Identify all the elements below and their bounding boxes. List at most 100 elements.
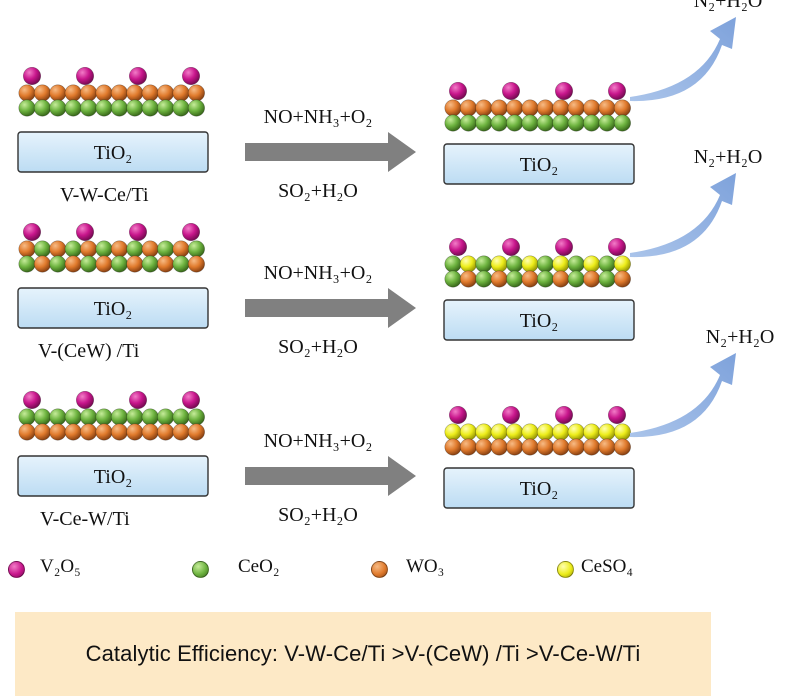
before-v2o5-particle: [76, 67, 95, 86]
before-layer-1-wo3-particle: [172, 240, 190, 258]
before-layer-2-ceo2-particle: [80, 255, 98, 273]
before-layer-1-ceo2-particle: [141, 408, 159, 426]
before-layer-2-ceo2-particle: [172, 99, 190, 117]
after-layer-1-wo3-particle: [536, 99, 554, 117]
after-layer-2-ceo2-particle: [613, 114, 631, 132]
before-layer-1-wo3-particle: [110, 84, 128, 102]
product-label: N₂+H₂O: [706, 326, 775, 348]
before-layer-2-ceo2-particle: [141, 99, 159, 117]
before-layer-1-wo3-particle: [172, 84, 190, 102]
after-layer-2-ceo2-particle: [506, 270, 524, 288]
poison-gas-label: SO₂+H₂O: [278, 336, 358, 358]
after-layer-1-ceso4-particle: [521, 255, 539, 273]
before-layer-2-wo3-particle: [33, 255, 51, 273]
product-arrow: [630, 17, 736, 102]
after-layer-1-ceso4-particle: [506, 423, 524, 441]
before-layer-1-ceo2-particle: [157, 408, 175, 426]
before-layer-1-wo3-particle: [49, 84, 67, 102]
before-layer-1-ceo2-particle: [64, 408, 82, 426]
after-layer-1-wo3-particle: [475, 99, 493, 117]
before-layer-1-ceo2-particle: [172, 408, 190, 426]
after-tio2-substrate: [443, 143, 635, 185]
before-layer-1-wo3-particle: [80, 240, 98, 258]
before-layer-2-wo3-particle: [110, 423, 128, 441]
after-layer-2-wo3-particle: [521, 270, 539, 288]
before-layer-1-wo3-particle: [64, 84, 82, 102]
efficiency-box: Catalytic Efficiency: V-W-Ce/Ti >V-(CeW)…: [15, 612, 711, 696]
after-layer-1-ceso4-particle: [583, 255, 601, 273]
before-v2o5-particle: [22, 67, 41, 86]
before-layer-2-wo3-particle: [64, 423, 82, 441]
after-v2o5-particle: [607, 82, 626, 101]
before-layer-1-wo3-particle: [80, 84, 98, 102]
before-layer-2-ceo2-particle: [18, 255, 36, 273]
after-layer-2-wo3-particle: [567, 438, 585, 456]
before-layer-2-wo3-particle: [126, 255, 144, 273]
before-substrate-label: TiO₂: [94, 298, 133, 320]
after-layer-2-wo3-particle: [490, 270, 508, 288]
reaction-arrow: [245, 456, 416, 496]
before-layer-1-wo3-particle: [141, 84, 159, 102]
after-layer-2-wo3-particle: [506, 438, 524, 456]
after-layer-2-wo3-particle: [598, 438, 616, 456]
after-layer-1-ceso4-particle: [598, 423, 616, 441]
before-v2o5-particle: [76, 390, 95, 409]
product-label: N₂+H₂O: [694, 0, 763, 12]
after-layer-1-wo3-particle: [567, 99, 585, 117]
after-layer-2-wo3-particle: [552, 438, 570, 456]
after-layer-2-ceo2-particle: [475, 270, 493, 288]
before-tio2-substrate: [17, 287, 209, 329]
after-layer-1-ceso4-particle: [567, 423, 585, 441]
after-layer-1-ceso4-particle: [552, 255, 570, 273]
after-layer-1-ceo2-particle: [475, 255, 493, 273]
before-layer-1-wo3-particle: [141, 240, 159, 258]
before-v2o5-particle: [22, 390, 41, 409]
wo3-legend-label: WO₃: [406, 556, 445, 577]
after-layer-2-wo3-particle: [613, 438, 631, 456]
product-label: N₂+H₂O: [694, 146, 763, 168]
after-layer-1-wo3-particle: [521, 99, 539, 117]
after-layer-1-ceso4-particle: [475, 423, 493, 441]
after-layer-2-ceo2-particle: [506, 114, 524, 132]
after-layer-1-ceo2-particle: [506, 255, 524, 273]
reactant-gas-label: NO+NH₃+O₂: [264, 106, 373, 128]
before-layer-2-wo3-particle: [33, 423, 51, 441]
after-layer-2-wo3-particle: [583, 270, 601, 288]
v2o5-legend-label: V₂O₅: [40, 556, 81, 577]
before-layer-2-ceo2-particle: [126, 99, 144, 117]
before-layer-2-ceo2-particle: [110, 255, 128, 273]
before-v2o5-particle: [22, 223, 41, 242]
before-layer-1-ceo2-particle: [80, 408, 98, 426]
before-layer-1-ceo2-particle: [49, 408, 67, 426]
before-layer-1-ceo2-particle: [64, 240, 82, 258]
before-v2o5-particle: [129, 67, 148, 86]
before-layer-1-wo3-particle: [33, 84, 51, 102]
before-layer-2-wo3-particle: [157, 423, 175, 441]
before-layer-2-ceo2-particle: [172, 255, 190, 273]
after-layer-2-ceo2-particle: [536, 270, 554, 288]
after-v2o5-particle: [501, 82, 520, 101]
after-v2o5-particle: [554, 82, 573, 101]
before-layer-1-ceo2-particle: [126, 240, 144, 258]
before-layer-2-wo3-particle: [95, 255, 113, 273]
after-layer-2-wo3-particle: [475, 438, 493, 456]
after-layer-1-wo3-particle: [444, 99, 462, 117]
after-layer-2-ceo2-particle: [598, 270, 616, 288]
after-tio2-substrate: [443, 467, 635, 509]
before-layer-2-ceo2-particle: [49, 99, 67, 117]
after-layer-1-ceso4-particle: [521, 423, 539, 441]
after-layer-1-ceo2-particle: [536, 255, 554, 273]
catalyst-name: V-(CeW) /Ti: [38, 340, 140, 362]
before-layer-1-ceo2-particle: [157, 240, 175, 258]
after-layer-2-ceo2-particle: [567, 114, 585, 132]
before-tio2-substrate: [17, 131, 209, 173]
before-layer-2-ceo2-particle: [18, 99, 36, 117]
before-layer-2-wo3-particle: [126, 423, 144, 441]
after-v2o5-particle: [448, 82, 467, 101]
after-layer-2-ceo2-particle: [598, 114, 616, 132]
before-layer-2-ceo2-particle: [33, 99, 51, 117]
after-substrate-label: TiO₂: [520, 478, 559, 500]
reaction-arrow: [245, 132, 416, 172]
after-layer-1-ceso4-particle: [613, 255, 631, 273]
